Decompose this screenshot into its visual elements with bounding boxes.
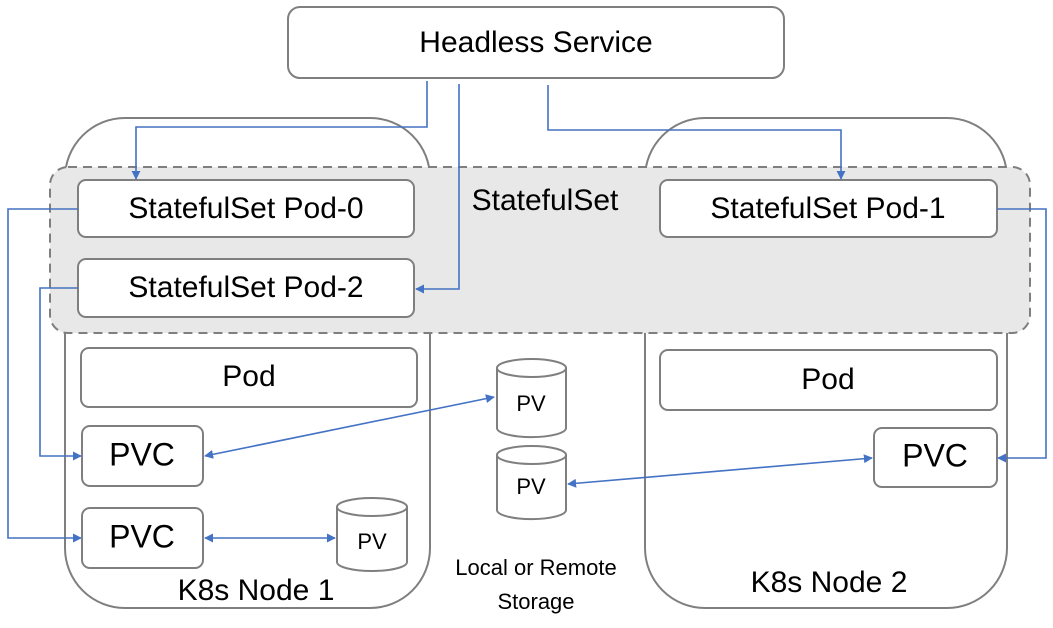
headless-service-box[interactable]: Headless Service: [287, 6, 785, 79]
k8s-node-2: [644, 117, 1008, 609]
k8s-node-1-label: K8s Node 1: [178, 574, 335, 607]
statefulset-pod-2-label: StatefulSet Pod-2: [128, 271, 363, 304]
connector-node2-pvc-to-pv: [567, 454, 873, 488]
node1-pvc-1[interactable]: PVC: [81, 425, 204, 487]
k8s-node-1: [64, 117, 431, 609]
connector-service-to-pod-1: [547, 85, 846, 180]
pv-cylinder-node1[interactable]: PV: [336, 497, 408, 572]
statefulset-label: StatefulSet: [472, 184, 619, 217]
node2-pod[interactable]: Pod: [659, 349, 998, 411]
statefulset-pod-0-label: StatefulSet Pod-0: [128, 192, 363, 225]
storage-pv-2-label: PV: [516, 474, 546, 499]
storage-caption-line1: Local or Remote: [455, 555, 616, 580]
node1-pod[interactable]: Pod: [80, 347, 418, 408]
node2-pod-label: Pod: [801, 363, 854, 396]
pv-cylinder-storage-top[interactable]: PV: [496, 358, 567, 439]
node2-pvc-label: PVC: [902, 437, 968, 473]
connector-service-to-pod-0: [131, 81, 428, 180]
headless-service-label: Headless Service: [419, 26, 652, 59]
node2-pvc[interactable]: PVC: [873, 427, 998, 488]
k8s-node-2-label: K8s Node 2: [751, 566, 908, 599]
statefulset-pod-0[interactable]: StatefulSet Pod-0: [77, 179, 415, 238]
node1-pv-label: PV: [357, 529, 387, 554]
connector-pod-0-to-pvc-2: [7, 208, 82, 543]
node1-pvc-2[interactable]: PVC: [81, 507, 204, 569]
connector-pod-1-to-node2-pvc: [997, 208, 1047, 463]
statefulset-pod-1[interactable]: StatefulSet Pod-1: [659, 179, 998, 238]
node1-pod-label: Pod: [222, 360, 275, 393]
node1-pvc-1-label: PVC: [109, 436, 175, 472]
statefulset-pod-2[interactable]: StatefulSet Pod-2: [77, 258, 415, 318]
connector-pod-2-to-pvc-1: [39, 287, 82, 461]
storage-pv-1-label: PV: [516, 391, 546, 416]
connector-pvc-1-to-pv: [204, 394, 495, 459]
pv-cylinder-storage-bottom[interactable]: PV: [496, 445, 567, 521]
node1-pvc-2-label: PVC: [109, 518, 175, 554]
connector-service-to-pod-2: [415, 84, 460, 294]
storage-caption-line2: Storage: [497, 589, 574, 614]
statefulset-pod-1-label: StatefulSet Pod-1: [710, 192, 945, 225]
